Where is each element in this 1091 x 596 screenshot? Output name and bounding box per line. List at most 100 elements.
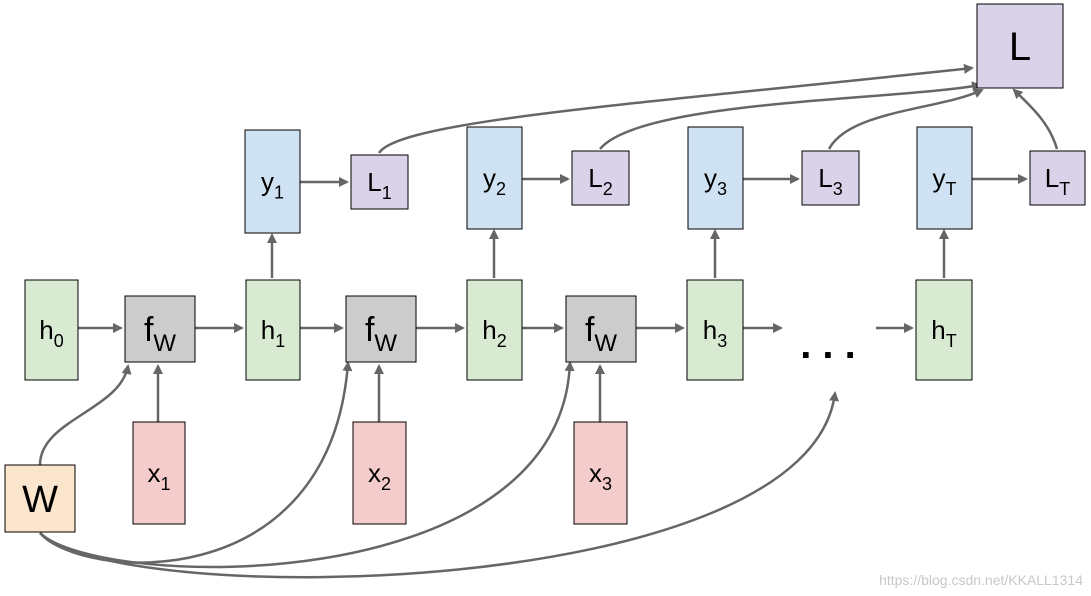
node-y3: y3 [687,126,744,230]
node-x2-subscript: 2 [381,474,391,494]
node-y2-subscript: 2 [496,179,506,199]
node-f2-label: fW [365,311,397,357]
node-f2-box [345,295,417,363]
node-LT-subscript: T [1059,179,1070,199]
node-h2-subscript: 2 [497,331,507,351]
node-L1-main: L [367,167,381,197]
edge-W-f3 [39,361,575,569]
node-L: L [976,3,1064,89]
node-y2-box [466,126,523,230]
node-y2-label: y2 [483,163,506,199]
node-L3: L3 [801,150,860,206]
node-f1-label: fW [144,311,176,357]
node-x3: x3 [573,421,628,525]
node-LT: LT [1029,150,1086,206]
edge-W-f1 [38,364,132,466]
node-L2: L2 [571,150,630,206]
node-f2-main: f [365,311,375,349]
node-f3: fW [565,295,637,363]
node-L3-main: L [818,163,832,193]
node-x3-subscript: 3 [602,474,612,494]
node-hT-subscript: T [946,331,957,351]
node-h3-subscript: 3 [717,331,727,351]
node-LT-main: L [1045,163,1059,193]
node-x1-subscript: 1 [160,474,170,494]
ellipsis-label: . . . [800,323,856,367]
node-x3-main: x [589,458,602,488]
node-y1-subscript: 1 [274,183,284,203]
node-h1-label: h1 [261,315,285,351]
node-f1-box [124,295,196,363]
node-h3: h3 [686,279,744,381]
node-L3-label: L3 [818,163,842,199]
node-hT-label: hT [931,315,956,351]
node-h0-label: h0 [39,315,63,351]
node-f3-subscript: W [594,330,617,357]
node-f1-main: f [144,311,154,349]
node-L2-box [571,150,630,206]
node-W-box [4,464,76,533]
node-x2: x2 [352,421,407,525]
node-y2: y2 [466,126,523,230]
node-h0: h0 [24,279,79,381]
node-x2-main: x [368,458,381,488]
node-x2-label: x2 [368,458,391,494]
node-LT-box [1029,150,1086,206]
node-L2-label: L2 [588,163,612,199]
node-f3-main: f [585,311,595,349]
node-LT-label: LT [1045,163,1070,199]
node-hT-main: h [931,315,945,345]
edges [38,63,1059,579]
node-y3-label: y3 [704,163,727,199]
node-h1-subscript: 1 [275,331,285,351]
node-h1-box [245,279,301,381]
node-h3-box [686,279,744,381]
node-L-main: L [1009,25,1031,69]
node-yT: yT [916,126,973,230]
node-hT: hT [915,279,973,381]
edge-LT-L [1012,88,1059,150]
node-f1: fW [124,295,196,363]
node-L3-box [801,150,860,206]
node-x1-main: x [147,458,160,488]
node-f2-subscript: W [374,330,397,357]
node-y3-box [687,126,744,230]
edge-L1-L [377,63,974,154]
node-y1-label: y1 [261,167,284,203]
edge-L3-L [827,88,984,150]
node-h2: h2 [466,279,523,381]
node-f2: fW [345,295,417,363]
node-L1-box [350,154,409,210]
node-L2-main: L [588,163,602,193]
node-x1-box [132,421,186,525]
node-W-main: W [22,479,58,521]
node-y3-main: y [704,163,717,193]
node-W-label: W [22,479,58,521]
node-h2-label: h2 [482,315,506,351]
node-L1-subscript: 1 [382,183,392,203]
node-L-box [976,3,1064,89]
node-W: W [4,464,76,533]
node-yT-label: yT [933,163,957,199]
node-f3-box [565,295,637,363]
node-L1: L1 [350,154,409,210]
node-h3-main: h [703,315,717,345]
node-h0-subscript: 0 [54,331,64,351]
node-h1: h1 [245,279,301,381]
node-h1-main: h [261,315,275,345]
node-L3-subscript: 3 [833,179,843,199]
node-x3-box [573,421,628,525]
node-x3-label: x3 [589,458,612,494]
node-h0-main: h [39,315,53,345]
node-yT-box [916,126,973,230]
node-h0-box [24,279,79,381]
node-yT-subscript: T [946,179,957,199]
node-L1-label: L1 [367,167,391,203]
node-y2-main: y [483,163,496,193]
node-x1: x1 [132,421,186,525]
node-x1-label: x1 [147,458,170,494]
node-y1-main: y [261,167,274,197]
edge-W-ellipsis [39,391,839,579]
